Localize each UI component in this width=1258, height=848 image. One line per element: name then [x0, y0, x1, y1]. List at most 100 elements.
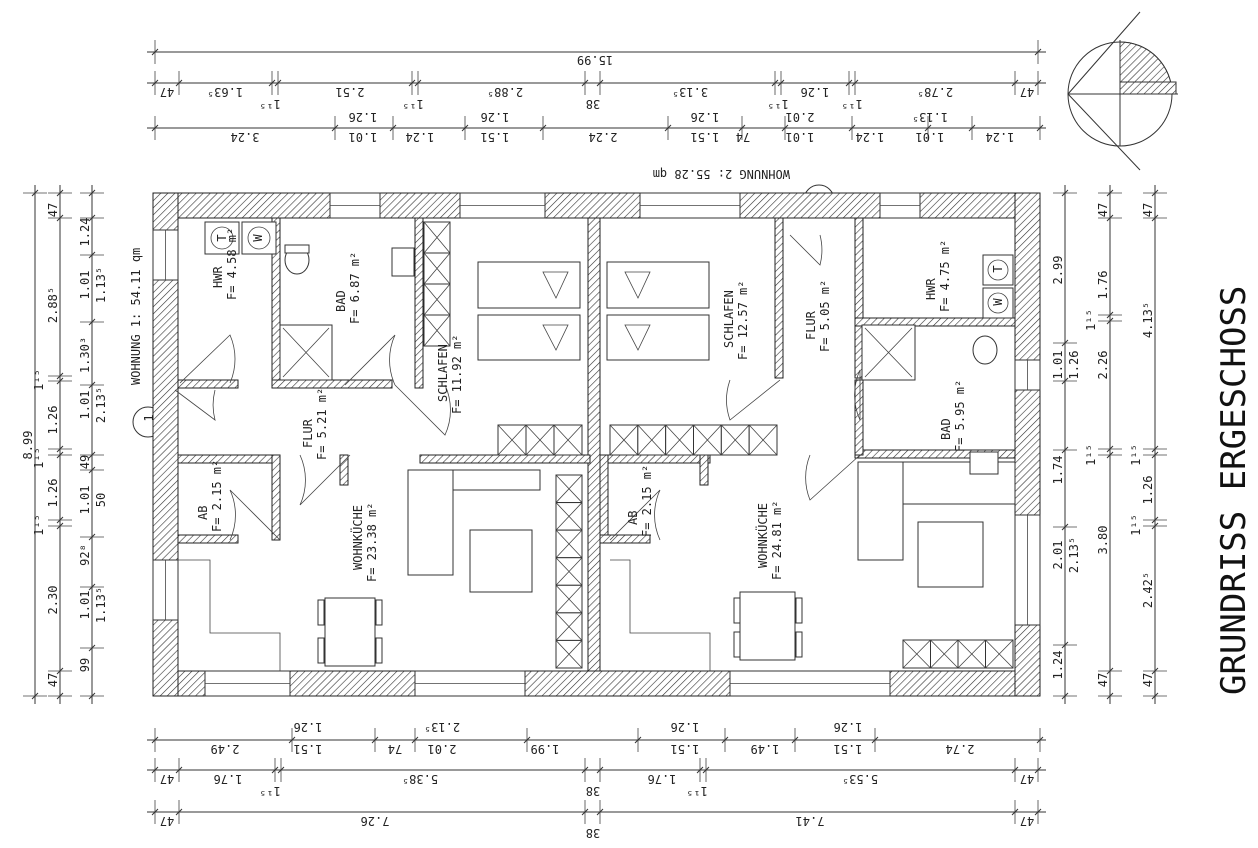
wall: [599, 454, 711, 464]
dimension-label: 3.80: [1096, 526, 1110, 555]
dimension-tick-mark: [88, 644, 96, 652]
cross: [902, 639, 931, 669]
dimension-tick-mark: [581, 79, 589, 87]
dimension-tick-mark: [88, 583, 96, 591]
dimension-label: 1.51: [294, 742, 323, 756]
door-swing: [789, 234, 823, 266]
room-name: HWR: [211, 266, 225, 288]
room-name: AB: [626, 511, 640, 525]
dimension-label: 1.26: [294, 720, 323, 734]
wall: [587, 217, 601, 672]
dimension-label: 1.24: [856, 130, 885, 144]
cross: [423, 314, 451, 347]
dimension-tick-mark: [56, 667, 64, 675]
dimension-tick-mark: [664, 124, 672, 132]
coffee-table: [917, 521, 984, 588]
room-name: SCHLAFEN: [436, 344, 450, 402]
dimension-tick-mark: [1036, 124, 1044, 132]
dimension-tick-mark: [151, 124, 159, 132]
room-name: FLUR: [301, 418, 315, 448]
pillow: [624, 271, 651, 299]
washer-icon: [987, 292, 1009, 314]
dimension-label: 2.78⁵: [917, 85, 953, 99]
chair: [795, 597, 803, 624]
dimension-label: 1.26: [834, 720, 863, 734]
north-arrow-icon: [1067, 11, 1178, 171]
dimension-tick-mark: [596, 808, 604, 816]
door-swing: [179, 334, 236, 384]
dimension-tick-mark: [271, 766, 279, 774]
dimension-label: 2.01: [786, 110, 815, 124]
sofa-side: [857, 461, 904, 561]
dimension-label: 15.99: [577, 53, 613, 67]
dimension-tick-mark: [1061, 377, 1069, 385]
chair: [733, 597, 741, 624]
dimension-label: 4.13⁵: [1141, 302, 1155, 338]
dimension-tick-mark: [1151, 667, 1159, 675]
dimension-label: 1¹⁵: [1129, 444, 1143, 466]
dimension-tick-mark: [1061, 189, 1069, 197]
pillow: [542, 271, 569, 299]
cross: [555, 585, 583, 614]
dimension-tick-mark: [268, 79, 276, 87]
bed: [606, 261, 710, 309]
dimension-label: 2.24: [589, 130, 618, 144]
room-name: WOHNKÜCHE: [349, 505, 365, 570]
dimension-label: 1.74: [1051, 456, 1065, 485]
dimension-tick-mark: [56, 189, 64, 197]
dimension-label: 1¹⁵: [402, 97, 424, 111]
dimension-tick-mark: [1034, 48, 1042, 56]
dimension-tick-mark: [274, 79, 282, 87]
cross: [423, 252, 451, 285]
dimension-label: 1¹⁵: [767, 97, 789, 111]
cross: [693, 424, 722, 456]
dimension-label: 1.01: [1051, 351, 1065, 380]
dimension-label: 2.42⁵: [1141, 572, 1155, 608]
unit2-label: WOHNUNG 2: 55.28 qm: [653, 167, 790, 181]
dimension-label: 1.01: [786, 130, 815, 144]
dimension-tick-mark: [88, 466, 96, 474]
dimension-tick-mark: [596, 766, 604, 774]
dimension-tick-mark: [523, 736, 531, 744]
dimension-label: 74: [388, 742, 402, 756]
sofa-side: [407, 469, 454, 576]
kitchen-counter: [178, 559, 281, 671]
door-swing: [174, 389, 216, 422]
dimension-label: 5.38⁵: [402, 772, 438, 786]
coffee-table: [469, 529, 533, 593]
room-area: F= 4.75 m²: [938, 240, 952, 312]
dimension-tick-mark: [1106, 311, 1114, 319]
chair: [375, 637, 383, 664]
dryer-label: T: [991, 265, 1005, 272]
marker-text: 1: [142, 414, 156, 421]
dimension-tick-mark: [56, 692, 64, 700]
wall: [271, 379, 393, 389]
cross: [555, 612, 583, 641]
dimension-label: 1.01: [78, 391, 92, 420]
dining-table: [739, 591, 796, 661]
dimension-tick-mark: [1011, 766, 1019, 774]
dimension-tick-mark: [31, 189, 39, 197]
dimension-label: 1¹⁵: [259, 97, 281, 111]
dimension-label: 5.53⁵: [842, 772, 878, 786]
dimension-label: 1.51: [671, 742, 700, 756]
dimension-label: 1.01: [78, 271, 92, 300]
walls: [152, 192, 1041, 697]
chair: [317, 599, 325, 626]
dimension-tick-mark: [1151, 189, 1159, 197]
dimension-label: 2.01: [428, 742, 457, 756]
dimension-tick-mark: [1034, 766, 1042, 774]
room-name: WOHNKÜCHE: [754, 503, 770, 568]
dimension-tick-mark: [634, 736, 642, 744]
room-area: F= 2.15 m²: [210, 460, 224, 532]
dimension-tick-mark: [408, 79, 416, 87]
dimension-tick-mark: [56, 214, 64, 222]
dimension-tick-mark: [88, 533, 96, 541]
dimension-tick-mark: [1034, 79, 1042, 87]
bed: [477, 261, 581, 309]
door-swing: [394, 384, 451, 436]
dimension-label: 47: [1141, 673, 1155, 687]
